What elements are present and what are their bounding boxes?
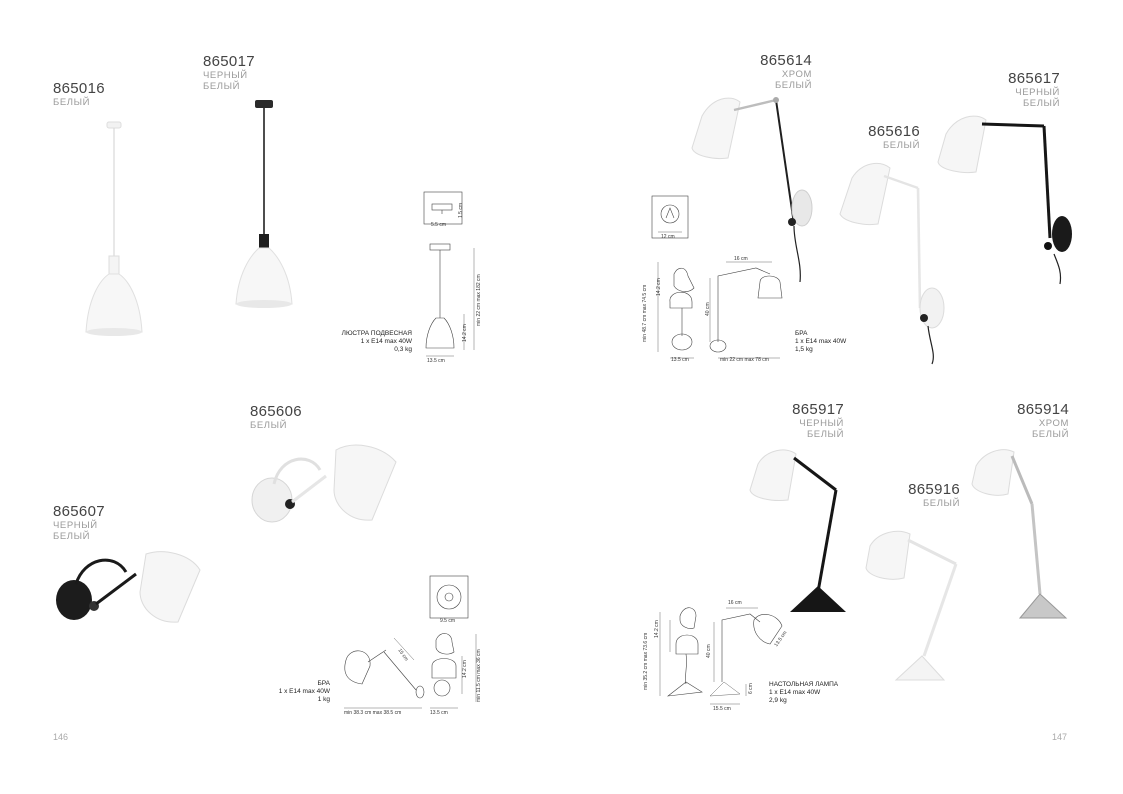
- dim-table-arm-height: 40 cm: [706, 644, 712, 658]
- product-color: БЕЛЫЙ: [1031, 429, 1069, 440]
- product-color: ЧЕРНЫЙ: [1015, 87, 1060, 98]
- photo-wall-arm-chrome: [691, 97, 813, 283]
- photo-wall-small-black: [56, 551, 201, 623]
- product-label-865617: 865617 ЧЕРНЫЙ БЕЛЫЙ: [988, 70, 1060, 110]
- product-color: ЧЕРНЫЙ: [53, 520, 98, 531]
- product-label-865016: 865016 БЕЛЫЙ: [53, 80, 105, 109]
- dim-wall-small-base: 9.5 cm: [440, 618, 456, 624]
- photo-wall-small-white: [251, 444, 397, 523]
- dim-wall-small-width-range: min 38.3 cm max 38.5 cm: [344, 710, 402, 716]
- product-color: БЕЛЫЙ: [203, 81, 241, 92]
- schematic-wall-small: [344, 575, 477, 709]
- page-number-right: 147: [1052, 732, 1068, 742]
- product-code: 865917: [792, 401, 844, 418]
- product-label-865616: 865616 БЕЛЫЙ: [848, 123, 920, 152]
- dim-table-shade-height: 14.2 cm: [654, 620, 660, 638]
- photo-wall-arm-black: [937, 115, 1072, 285]
- product-code: 865916: [908, 481, 960, 498]
- product-color: БЕЛЫЙ: [922, 498, 960, 509]
- dim-wall-small-shade-height: 14.2 cm: [462, 660, 468, 678]
- product-color: ЧЕРНЫЙ: [203, 70, 248, 81]
- spec-bulb: 1 x E14 max 40W: [360, 338, 412, 345]
- product-code: 865616: [868, 123, 920, 140]
- dim-table-base-height: 6 cm: [748, 683, 754, 694]
- product-color: БЕЛЫЙ: [774, 80, 812, 91]
- spec-type: ЛЮСТРА ПОДВЕСНАЯ: [341, 330, 412, 337]
- product-color: ЧЕРНЫЙ: [799, 418, 844, 429]
- product-label-865614: 865614 ХРОМ БЕЛЫЙ: [740, 52, 812, 92]
- dim-pendant-base-height: 1.5 cm: [458, 202, 464, 218]
- spec-weight: 2,9 kg: [769, 697, 787, 704]
- spec-weight: 1,5 kg: [795, 346, 813, 353]
- product-label-865607: 865607 ЧЕРНЫЙ БЕЛЫЙ: [53, 503, 105, 543]
- photo-pendant-black: [235, 100, 293, 308]
- product-code: 865016: [53, 80, 105, 97]
- spec-weight: 0,3 kg: [394, 346, 412, 353]
- schematic-wall-arm: [651, 195, 783, 359]
- product-color: БЕЛЫЙ: [806, 429, 844, 440]
- product-color: ХРОМ: [781, 69, 812, 80]
- product-label-865914: 865914 ХРОМ БЕЛЫЙ: [997, 401, 1069, 441]
- product-code: 865606: [250, 403, 302, 420]
- dim-pendant-base-width: 5.5 cm: [431, 222, 447, 228]
- product-code: 865614: [760, 52, 812, 69]
- product-code: 865607: [53, 503, 105, 520]
- dim-table-base-width: 15.5 cm: [713, 706, 731, 712]
- product-color: БЕЛЫЙ: [882, 140, 920, 151]
- product-label-865916: 865916 БЕЛЫЙ: [888, 481, 960, 510]
- dim-wall-arm-width-range: min 22 cm max 78 cm: [720, 357, 769, 363]
- dim-pendant-height: min 22 cm max 182 cm: [476, 274, 482, 326]
- dim-wall-small-height-range: min 11.5 cm max 36 cm: [476, 649, 482, 702]
- photo-table-white: [865, 530, 958, 681]
- product-code: 865914: [1017, 401, 1069, 418]
- product-code: 865617: [1008, 70, 1060, 87]
- page-number-left: 146: [53, 732, 69, 742]
- dim-wall-small-shade-width: 13.5 cm: [430, 710, 448, 716]
- spec-weight: 1 kg: [317, 696, 330, 703]
- photo-wall-arm-white: [839, 162, 945, 365]
- product-color: БЕЛЫЙ: [53, 531, 91, 542]
- product-color: БЕЛЫЙ: [1022, 98, 1060, 109]
- product-code: 865017: [203, 53, 255, 70]
- product-color: БЕЛЫЙ: [53, 97, 91, 108]
- spec-bulb: 1 x E14 max 40W: [278, 688, 330, 695]
- dim-table-height-range: min 35.2 cm max 73.6 cm: [643, 632, 649, 690]
- product-color: ХРОМ: [1038, 418, 1069, 429]
- product-label-865017: 865017 ЧЕРНЫЙ БЕЛЫЙ: [203, 53, 255, 93]
- spec-wall-small: БРА 1 x E14 max 40W 1 kg: [250, 680, 330, 704]
- dim-pendant-shade-height: 14.2 cm: [462, 324, 468, 342]
- product-color: БЕЛЫЙ: [250, 420, 288, 431]
- dim-wall-arm-reach: 16 cm: [734, 256, 748, 262]
- dim-pendant-shade-width: 13.5 cm: [427, 358, 445, 364]
- dim-wall-arm-arm-height: 40 cm: [705, 302, 711, 316]
- dim-table-reach: 16 cm: [728, 600, 742, 606]
- spec-type: БРА: [795, 330, 808, 337]
- spec-type: НАСТОЛЬНАЯ ЛАМПА: [769, 681, 839, 688]
- dim-wall-arm-base: 12 cm: [661, 234, 675, 240]
- spec-type: БРА: [317, 680, 330, 687]
- spec-bulb: 1 x E14 max 40W: [769, 689, 821, 696]
- dim-wall-arm-shade-height: 14.2 cm: [656, 278, 662, 296]
- product-label-865606: 865606 БЕЛЫЙ: [250, 403, 302, 432]
- schematic-pendant: [423, 191, 475, 357]
- spec-wall-arm: БРА 1 x E14 max 40W 1,5 kg: [795, 330, 846, 354]
- photo-table-chrome: [971, 449, 1068, 619]
- dim-wall-arm-height-range: min 48.7 cm max 74.5 cm: [642, 284, 648, 342]
- photo-pendant-white: [85, 121, 143, 336]
- photo-table-black: [749, 449, 846, 612]
- product-label-865917: 865917 ЧЕРНЫЙ БЕЛЫЙ: [772, 401, 844, 441]
- spec-bulb: 1 x E14 max 40W: [795, 338, 847, 345]
- spec-table: НАСТОЛЬНАЯ ЛАМПА 1 x E14 max 40W 2,9 kg: [769, 681, 838, 705]
- dim-wall-arm-shade-width: 13.5 cm: [671, 357, 689, 363]
- schematic-table: [659, 607, 783, 705]
- spec-pendant: ЛЮСТРА ПОДВЕСНАЯ 1 x E14 max 40W 0,3 kg: [320, 330, 412, 354]
